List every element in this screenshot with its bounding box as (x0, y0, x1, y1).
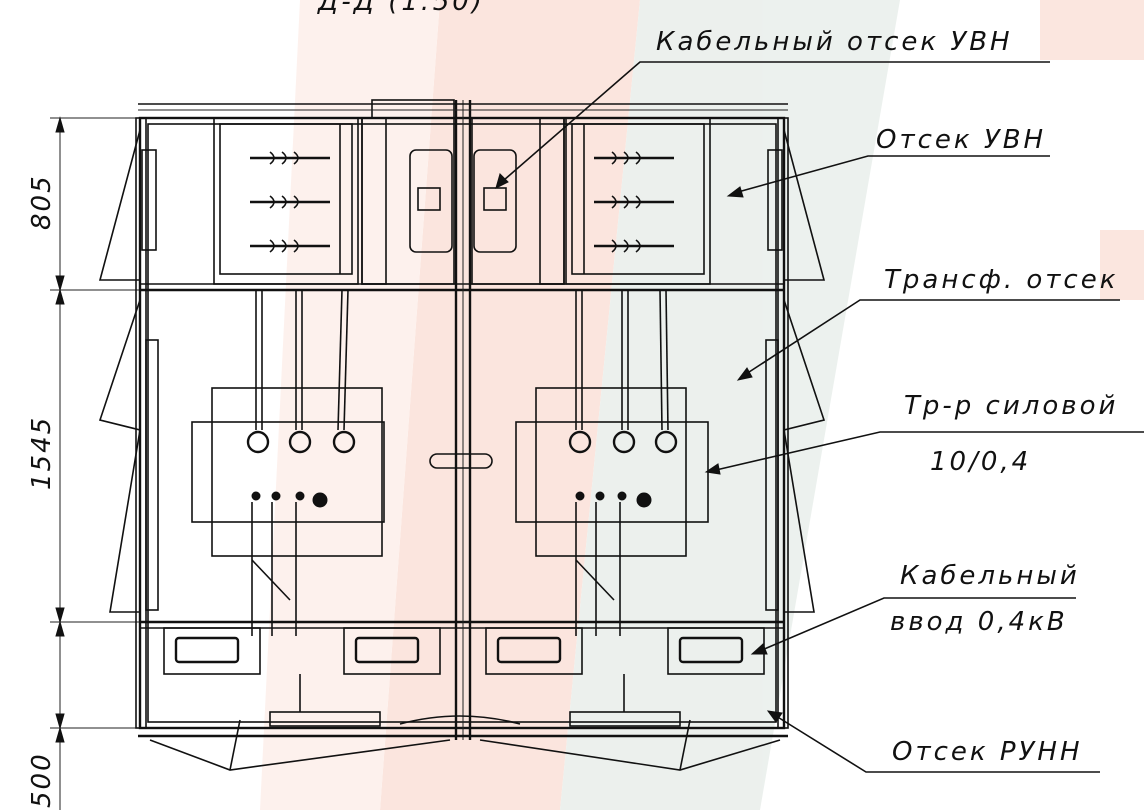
hv-compartment-right (471, 117, 711, 285)
label-cable-input: Кабельный (900, 561, 1080, 591)
label-hv-compartment: Отсек УВН (876, 125, 1046, 155)
label-lv-compartment: Отсек РУНН (892, 737, 1083, 767)
label-cable-compartment-hv: Кабельный отсек УВН (656, 27, 1013, 57)
transformer-left (191, 289, 385, 636)
terminal-icon (174, 636, 744, 664)
dimension-top: 805 (27, 174, 57, 230)
dimension-bottom: 500 (27, 752, 57, 808)
transformer-right (515, 289, 709, 636)
label-transformer-compartment: Трансф. отсек (884, 265, 1118, 295)
section-title: Д-Д (1:50) (317, 0, 485, 17)
insulator-icon (250, 151, 330, 253)
label-cable-input-voltage: ввод 0,4кВ (890, 607, 1068, 637)
insulator-icon (594, 151, 674, 253)
lv-terminals (163, 627, 765, 712)
bottom-doors (149, 711, 781, 771)
side-doors (98, 129, 826, 613)
label-power-transformer-rating: 10/0,4 (930, 447, 1031, 477)
dimension-lines (50, 116, 140, 810)
dimension-middle: 1545 (27, 416, 57, 490)
label-power-transformer: Тр-р силовой (904, 391, 1118, 421)
callout-leaders (495, 61, 1144, 773)
door-handle (429, 453, 493, 469)
hv-compartment-left (213, 117, 455, 285)
